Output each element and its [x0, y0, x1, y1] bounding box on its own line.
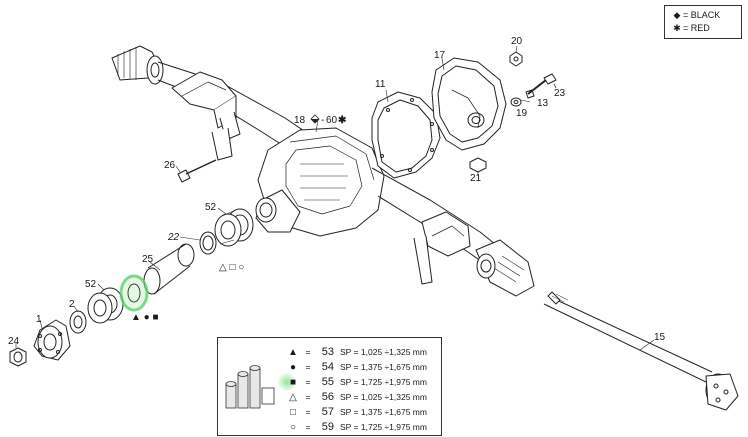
legend-label-red: = RED	[683, 23, 710, 33]
shim-row-53: ▲ = 53 SP = 1,025 ÷1,325 mm	[284, 345, 427, 359]
leader-lines	[15, 45, 655, 351]
callout-2: 2	[69, 299, 75, 310]
callout-24: 24	[8, 336, 20, 347]
triangle-hollow-icon: △	[289, 391, 297, 403]
axle-housing	[111, 45, 535, 297]
svg-text:-: -	[321, 115, 324, 126]
triangle-solid-icon: ▲	[288, 346, 298, 358]
shim-hollow-symbols: △ □ ○	[219, 262, 244, 273]
square-hollow-icon: □	[289, 406, 297, 418]
callout-15: 15	[654, 332, 666, 343]
spacer-collapsible	[143, 243, 195, 295]
square-solid-icon: ■	[289, 376, 297, 388]
oil-seal	[69, 310, 87, 334]
bearing-lower	[87, 287, 124, 324]
shim-upper	[199, 231, 217, 255]
callout-26: 26	[164, 160, 176, 171]
black-symbol-icon: ◆	[673, 10, 681, 20]
circle-hollow-icon: ○	[289, 421, 297, 433]
highlight-glow	[278, 373, 296, 391]
callout-22: 22	[167, 232, 180, 243]
shim-row-55: ■ = 55 SP = 1,725 ÷1,975 mm	[284, 375, 427, 389]
shim-row-59: ○ = 59 SP = 1,725 ÷1,975 mm	[284, 420, 427, 434]
shim-row-54: ● = 54 SP = 1,375 ÷1,675 mm	[284, 360, 427, 374]
legend-row-black: ◆ = BLACK	[671, 9, 741, 22]
highlight-ring	[119, 274, 149, 312]
pinion-nut	[9, 347, 27, 367]
red-symbol-icon: ✱	[673, 23, 681, 33]
circle-solid-icon: ●	[289, 361, 297, 373]
callout-23: 23	[554, 88, 566, 99]
cover-gasket	[371, 91, 441, 179]
callout-17: 17	[434, 50, 446, 61]
bolt-26	[177, 159, 217, 183]
callout-11: 11	[375, 79, 386, 90]
shim-solid-symbols: ▲ ● ■	[131, 312, 159, 323]
callout-1: 1	[36, 314, 42, 325]
shim-thickness-table: ▲ = 53 SP = 1,025 ÷1,325 mm ● = 54 SP = …	[217, 337, 442, 436]
callout-52-lower: 52	[85, 279, 97, 290]
shim-row-56: △ = 56 SP = 1,025 ÷1,325 mm	[284, 390, 427, 404]
differential-cover	[431, 57, 507, 151]
callout-19: 19	[516, 108, 528, 119]
legend-row-red: ✱ = RED	[671, 22, 741, 35]
bearing-upper	[214, 208, 254, 247]
small-fasteners	[469, 51, 557, 173]
pinion-flange	[33, 319, 71, 361]
symbol-markers-18-60: - ✱	[310, 114, 347, 126]
callout-60: 60	[326, 115, 338, 126]
callout-13: 13	[537, 98, 549, 109]
callout-labels: 1 2 11 13 15 17 18 60 19 20 21 22 23 24 …	[8, 36, 666, 347]
callout-20: 20	[511, 36, 523, 47]
callout-25: 25	[142, 254, 154, 265]
callout-18: 18	[294, 115, 306, 126]
shim-highlighted	[127, 283, 141, 303]
shim-illustration	[225, 365, 275, 409]
axle-shaft	[543, 291, 739, 411]
callout-21: 21	[470, 173, 482, 184]
color-legend: ◆ = BLACK ✱ = RED	[664, 5, 742, 39]
callout-52-upper: 52	[205, 202, 217, 213]
shim-row-57: □ = 57 SP = 1,375 ÷1,675 mm	[284, 405, 427, 419]
svg-text:✱: ✱	[338, 115, 347, 126]
legend-label-black: = BLACK	[683, 10, 721, 20]
